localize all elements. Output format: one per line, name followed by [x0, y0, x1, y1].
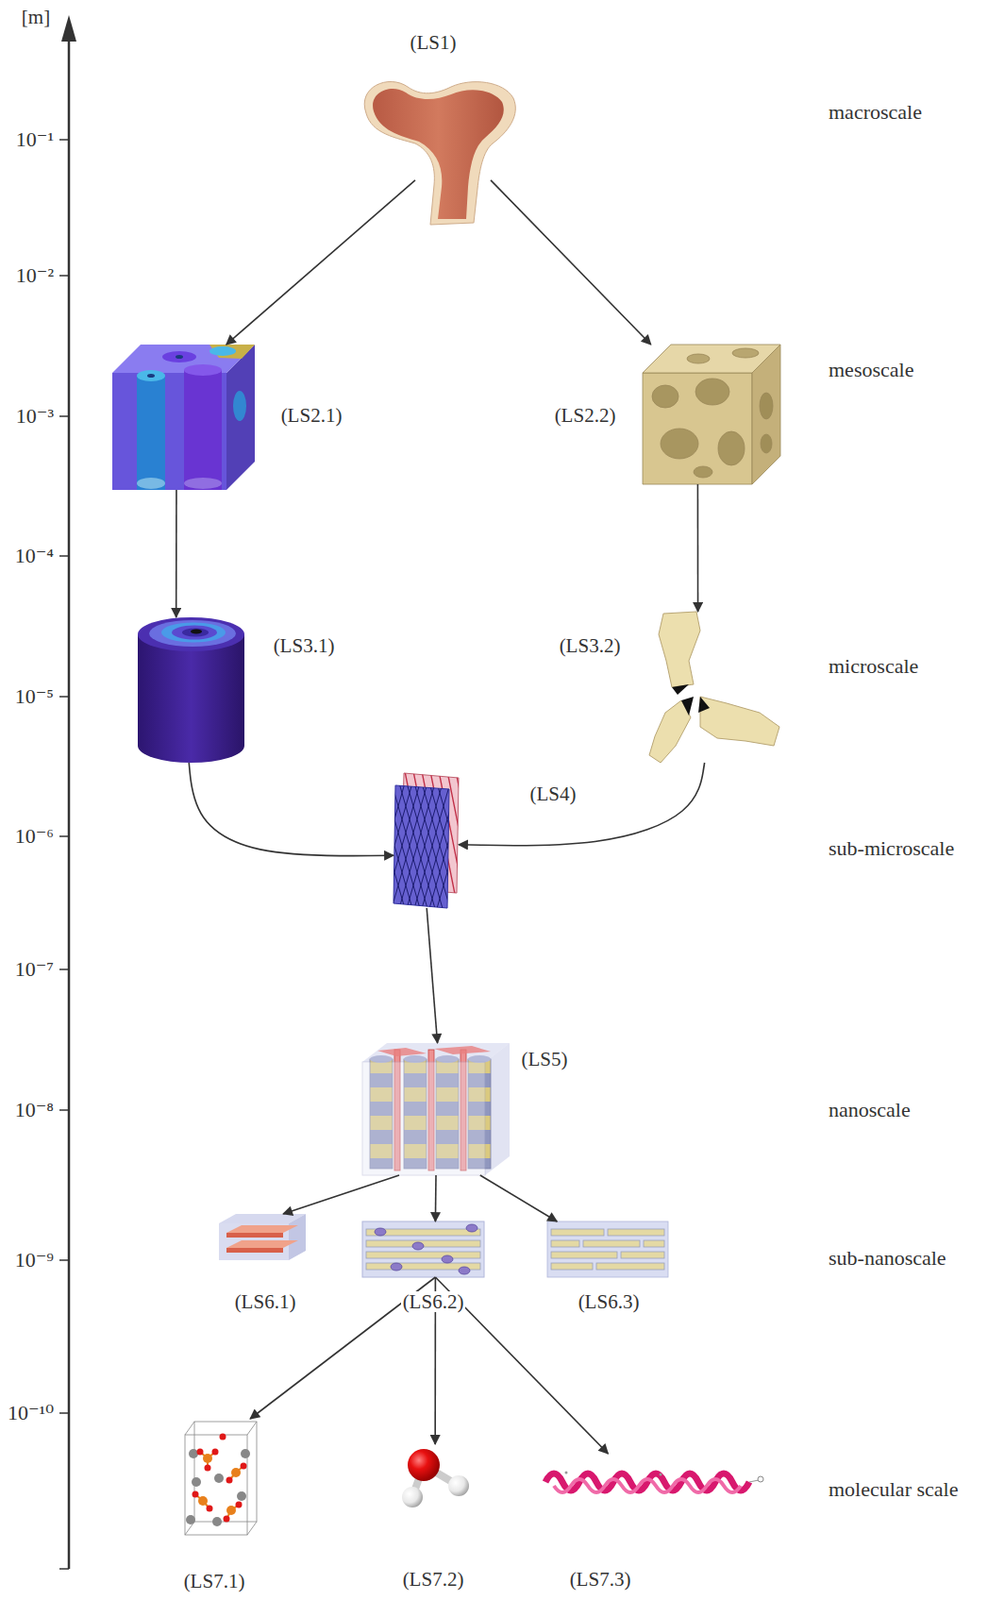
axis-unit: [m] [19, 6, 52, 28]
hierarchy-arrow [175, 489, 178, 618]
level-label: (LS1) [408, 32, 459, 53]
water-molecule [402, 1448, 469, 1508]
fibril-box [362, 1042, 510, 1175]
scale-name: nanoscale [826, 1098, 913, 1121]
level-label: (LS3.1) [271, 635, 337, 656]
scale-level: (LS5) [362, 1042, 510, 1175]
scale-name: macroscale [826, 100, 924, 123]
trabecular-cube [642, 344, 781, 485]
scale-name: mesoscale [826, 358, 916, 381]
hierarchy-arrow [697, 484, 700, 612]
hierarchy-arrow [226, 180, 416, 345]
level-label: (LS7.2) [401, 1568, 467, 1590]
mineral-plates [218, 1213, 306, 1260]
scale-level: (LS7.3) [540, 1453, 766, 1510]
collagen-molecules [362, 1221, 485, 1277]
scale-level: (LS2.2) [642, 344, 781, 485]
scale-level: (LS6.3) [547, 1221, 669, 1277]
axis-tick-label: 10⁻³ [14, 404, 56, 427]
axis-tick-label: 10⁻⁴ [13, 544, 56, 567]
level-label: (LS6.1) [233, 1290, 299, 1312]
scale-level: (LS1) [415, 76, 491, 225]
femur-figure [364, 82, 516, 225]
scale-name: microscale [826, 654, 921, 677]
lamella-panel [368, 766, 482, 912]
trabecular-struts [649, 611, 780, 763]
scale-name: sub-microscale [826, 837, 956, 859]
axis-tick-label: 10⁻⁶ [13, 824, 56, 847]
axis-tick-label: 10⁻¹ [14, 128, 56, 151]
hierarchy-arrow [490, 180, 652, 345]
level-label: (LS7.1) [182, 1570, 248, 1592]
axis-tick-label: 10⁻⁸ [13, 1098, 56, 1121]
collagen-helix [545, 1471, 764, 1493]
axis-tick-label: 10⁻⁷ [13, 957, 56, 980]
scale-name: sub-nanoscale [826, 1246, 949, 1269]
level-label: (LS5) [519, 1048, 570, 1070]
axis-tick-label: 10⁻⁵ [13, 685, 56, 707]
hierarchy-arrow [480, 1174, 557, 1222]
scale-level: (LS6.1) [218, 1213, 306, 1260]
osteon-cylinder [137, 617, 245, 763]
level-label: (LS6.3) [576, 1290, 642, 1312]
scale-level: (LS3.1) [137, 617, 245, 763]
scale-level: (LS4) [393, 772, 459, 908]
level-label: (LS3.2) [557, 635, 623, 656]
hierarchy-arrow [426, 907, 437, 1043]
axis-tick-label: 10⁻² [14, 264, 56, 286]
hierarchy-arrow [188, 762, 394, 856]
scale-level: (LS2.1) [112, 344, 255, 490]
scale-level: (LS7.2) [390, 1443, 475, 1510]
hierarchy-arrow [283, 1174, 400, 1214]
scale-level: (LS7.1) [175, 1418, 257, 1538]
scale-axis [59, 15, 77, 1569]
collagen-rows [547, 1221, 669, 1277]
scale-level: (LS3.2) [647, 611, 781, 763]
level-label: (LS4) [528, 783, 579, 804]
level-label: (LS6.2) [401, 1290, 467, 1312]
level-label: (LS7.3) [568, 1568, 634, 1590]
scale-name: molecular scale [826, 1477, 960, 1500]
hierarchy-arrow [435, 1174, 437, 1222]
level-label: (LS2.1) [279, 404, 345, 426]
hierarchy-arrow [458, 762, 705, 846]
cortical-cube [112, 344, 255, 490]
unit-cell [184, 1421, 257, 1535]
scale-level: (LS6.2) [362, 1221, 485, 1277]
axis-tick-label: 10⁻¹⁰ [5, 1401, 56, 1424]
axis-tick-label: 10⁻⁹ [13, 1248, 56, 1271]
level-label: (LS2.2) [552, 404, 619, 426]
